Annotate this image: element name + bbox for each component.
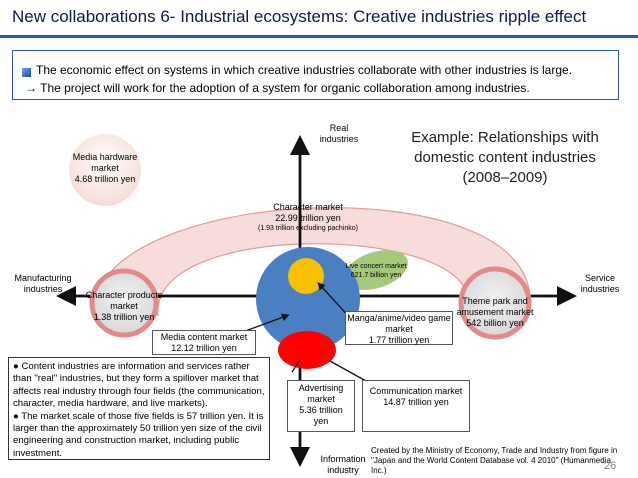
label-theme-park: Theme park and amusement market 542 bill…: [456, 296, 534, 328]
example-title: Example: Relationships with domestic con…: [411, 129, 599, 186]
media-content-circle: [256, 247, 360, 351]
page-title: New collaborations 6- Industrial ecosyst…: [12, 7, 587, 26]
connector-communication: [329, 360, 367, 382]
page-number: 26: [604, 460, 617, 472]
label-character-market-note: (1.93 trillion excluding pachinko): [258, 225, 358, 232]
axis-label-information: Information industry: [320, 454, 366, 475]
label-live-concert: Live concert market 621.7 billion yen: [345, 263, 407, 279]
bullet-square-icon: [22, 68, 31, 77]
axis-label-manufacturing: Manufacturing industries: [14, 273, 72, 294]
character-circle: [288, 258, 324, 294]
intro-line-2: → The project will work for the adoption…: [25, 81, 530, 95]
character-products-circle: [89, 268, 159, 338]
theme-park-circle: [458, 266, 532, 340]
media-hardware-circle: [69, 134, 141, 206]
axis-label-service: Service industries: [580, 273, 620, 294]
source-credit: Created by the Ministry of Economy, Trad…: [371, 446, 618, 475]
label-character-market: Character market 22.99 trillion yen: [273, 202, 343, 223]
label-media-content: Media content market 12.12 trillion yen: [152, 330, 256, 355]
note-box: ● Content industries are information and…: [8, 357, 270, 460]
live-concert-ellipse: [344, 250, 408, 290]
intro-box: The economic effect on systems in which …: [12, 50, 619, 100]
connector-advertising: [291, 359, 301, 373]
title-underline: [0, 35, 638, 38]
label-communication: Communication market 14.87 trillion yen: [362, 380, 470, 432]
advertising-communication-ellipse: [278, 331, 336, 369]
label-manga-anime-game: Manga/anime/video game market 1.77 trill…: [345, 311, 453, 345]
axis-label-real: Real industries: [319, 123, 359, 144]
label-advertising: Advertising market 5.36 trillion yen: [287, 380, 355, 432]
label-media-hardware: Media hardware market 4.68 trillion yen: [72, 152, 138, 184]
label-character-products: Character products market 1.38 trillion …: [85, 290, 163, 322]
intro-line-1: The economic effect on systems in which …: [36, 63, 573, 77]
